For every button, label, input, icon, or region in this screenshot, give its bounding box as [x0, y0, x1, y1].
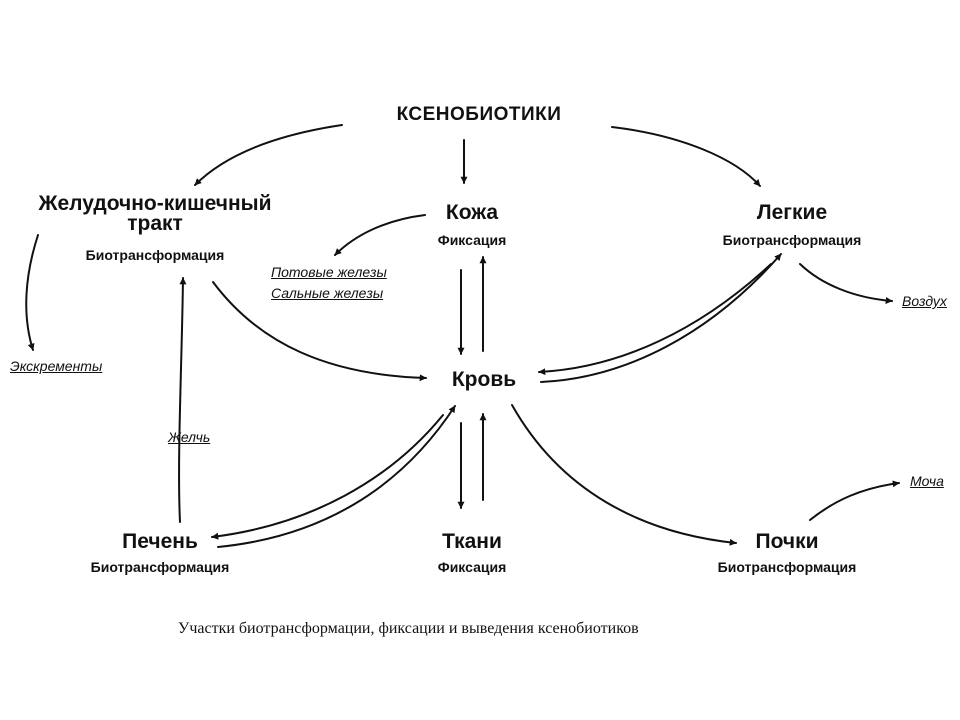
lungs-title: Легкие [756, 201, 828, 224]
kidneys-sub: Биотрансформация [717, 559, 857, 575]
arrow-kidneys-to-urine [809, 480, 900, 521]
output-air: Воздух [902, 293, 947, 309]
arrow-blood-to-lungs [540, 253, 782, 383]
arrow-top-to-gi [194, 124, 343, 186]
liver-sub: Биотрансформация [90, 559, 230, 575]
liver-title: Печень [122, 530, 198, 553]
arrow-blood-to-kidneys [511, 404, 737, 546]
tissues-title: Ткани [442, 530, 502, 553]
arrow-gi-to-blood [212, 281, 427, 382]
lungs-sub: Биотрансформация [722, 232, 862, 248]
figure-caption: Участки биотрансформации, фиксации и выв… [178, 620, 639, 637]
skin-title: Кожа [445, 201, 499, 224]
arrow-liver-to-blood [217, 405, 456, 548]
output-urine: Моча [910, 473, 944, 489]
blood-title: Кровь [451, 368, 517, 391]
output-sebaceous-glands: Сальные железы [271, 285, 384, 301]
gi-tract-title-line1: Желудочно-кишечный [38, 192, 272, 215]
arrow-top-to-lungs [611, 126, 761, 187]
arrow-blood-to-liver [211, 414, 444, 540]
gi-tract-title-line2: тракт [127, 212, 183, 235]
arrow-liver-to-gi [178, 277, 187, 523]
arrow-lungs-to-air [799, 263, 893, 304]
output-feces: Экскременты [10, 358, 103, 374]
arrow-gi-to-feces [25, 234, 39, 351]
arrow-lungs-to-blood [538, 263, 772, 376]
kidneys-title: Почки [755, 530, 819, 553]
gi-tract-sub: Биотрансформация [85, 247, 225, 263]
output-bile: Желчь [168, 429, 211, 445]
tissues-sub: Фиксация [437, 559, 507, 575]
skin-sub: Фиксация [437, 232, 507, 248]
output-sweat-glands: Потовые железы [271, 264, 387, 280]
arrow-skin-to-glands [334, 214, 426, 256]
xenobiotics-title: КСЕНОБИОТИКИ [396, 104, 562, 125]
